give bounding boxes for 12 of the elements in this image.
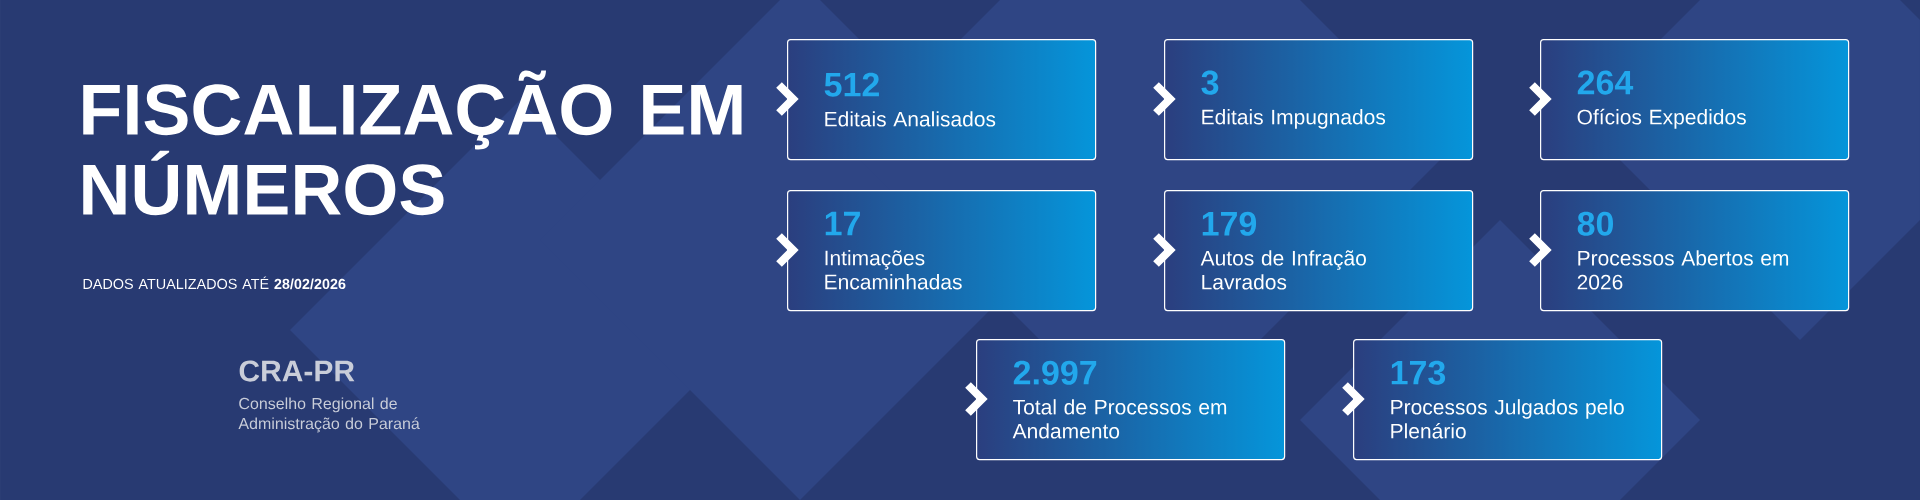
stat-card: 179 Autos de Infração Lavrados [1164, 190, 1474, 312]
stat-card: 80 Processos Abertos em 2026 [1540, 190, 1850, 312]
stat-card: 173 Processos Julgados pelo Plenário [1353, 339, 1663, 461]
date-note: DADOS ATUALIZADOS ATÉ 28/02/2026 [83, 276, 346, 290]
organization-subtitle: Conselho Regional de Administração do Paraná [238, 397, 420, 433]
stat-card: 2.997 Total de Processos em Andamento [976, 339, 1286, 461]
stat-card: 264 Ofícios Expedidos [1540, 39, 1850, 161]
organization-name: CRA-PR [239, 360, 355, 382]
stat-card: 512 Editais Analisados [787, 39, 1097, 161]
title: FISCALIZAÇÃO EM NÚMEROS [83, 70, 742, 216]
stat-card: 17 Intimações Encaminhadas [787, 190, 1097, 312]
stat-card: 3 Editais Impugnados [1164, 39, 1474, 161]
